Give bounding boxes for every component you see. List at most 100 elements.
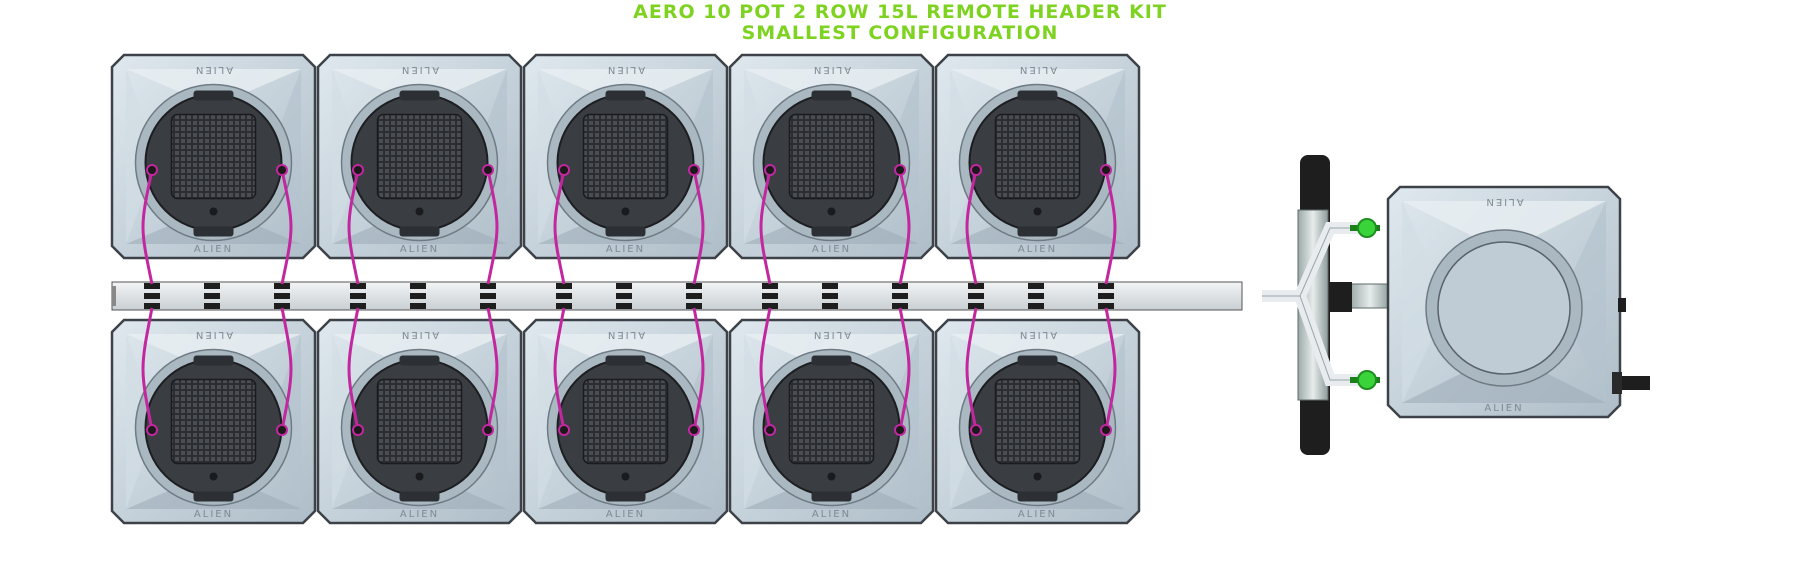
lid-lug: [811, 355, 852, 366]
lid-lug: [605, 90, 646, 101]
fitting: [968, 293, 984, 299]
brand-mark-top: ALIEN: [812, 329, 851, 340]
fitting: [892, 293, 908, 299]
fitting: [204, 303, 220, 309]
brand-mark-bottom: ALIEN: [194, 244, 233, 255]
fitting: [350, 293, 366, 299]
lid-lug: [1017, 90, 1058, 101]
dripper: [558, 424, 570, 436]
net-pot-mesh: [376, 113, 463, 200]
dripper: [352, 164, 364, 176]
fitting: [480, 303, 496, 309]
brand-mark-top: ALIEN: [194, 329, 233, 340]
rail-tee: [892, 283, 908, 309]
fitting: [556, 293, 572, 299]
fitting: [1098, 283, 1114, 289]
dripper: [352, 424, 364, 436]
lid-plug: [827, 472, 836, 481]
fitting: [480, 283, 496, 289]
dripper: [688, 424, 700, 436]
fitting: [1028, 293, 1044, 299]
feed-line: [347, 307, 360, 431]
rail-tee: [274, 283, 290, 309]
fitting: [1028, 283, 1044, 289]
lid-lug: [1017, 491, 1058, 502]
lid-plug: [1033, 472, 1042, 481]
brand-mark-bottom: ALIEN: [812, 509, 851, 520]
fitting: [410, 303, 426, 309]
fitting: [892, 303, 908, 309]
lid-plug: [209, 472, 218, 481]
net-pot-mesh: [994, 378, 1081, 465]
fitting: [144, 283, 160, 289]
pot: ALIEN ALIEN: [728, 318, 935, 525]
feed-line: [965, 307, 978, 431]
dripper: [764, 164, 776, 176]
feed-line: [141, 169, 154, 285]
feed-line: [347, 169, 360, 285]
net-pot-mesh: [994, 113, 1081, 200]
lid-plug: [209, 207, 218, 216]
fitting: [968, 283, 984, 289]
tank-drain-valve: [1612, 372, 1622, 394]
pot-facet: [1402, 201, 1606, 252]
feed-line: [553, 307, 566, 431]
fitting: [686, 283, 702, 289]
fitting: [144, 303, 160, 309]
lid-lug: [193, 355, 234, 366]
net-pot-mesh: [170, 113, 257, 200]
rail-tee: [1098, 283, 1114, 309]
dripper: [558, 164, 570, 176]
feed-line: [553, 169, 566, 285]
feed-line: [280, 307, 293, 431]
rail-joint: [616, 283, 632, 309]
net-pot-mesh: [582, 113, 669, 200]
tank-feed-pipe: [1349, 283, 1391, 309]
brand-mark-top: ALIEN: [1484, 196, 1523, 207]
rail-tee: [762, 283, 778, 309]
dripper: [1100, 164, 1112, 176]
plumbing-layer: [111, 155, 1391, 455]
feed-line: [759, 307, 772, 431]
brand-mark-bottom: ALIEN: [1018, 244, 1057, 255]
feed-line: [759, 169, 772, 285]
lid-lug: [399, 491, 440, 502]
fitting: [762, 283, 778, 289]
net-pot-mesh: [788, 378, 875, 465]
dripper: [1100, 424, 1112, 436]
fitting: [822, 293, 838, 299]
rail-tee: [556, 283, 572, 309]
lid-lug: [399, 90, 440, 101]
fitting: [968, 303, 984, 309]
rail-end-cap: [112, 286, 116, 306]
feed-line: [898, 169, 911, 285]
fitting: [274, 293, 290, 299]
brand-mark-top: ALIEN: [606, 329, 645, 340]
brand-mark-top: ALIEN: [1018, 329, 1057, 340]
fitting: [1098, 303, 1114, 309]
fitting: [144, 293, 160, 299]
lid-lug: [605, 355, 646, 366]
fitting: [350, 303, 366, 309]
dripper: [482, 424, 494, 436]
feed-line: [898, 307, 911, 431]
fitting: [204, 293, 220, 299]
rail-joint: [204, 283, 220, 309]
valve-upper: [1357, 218, 1377, 238]
fitting: [204, 283, 220, 289]
tank-outlet-fitting: [1618, 298, 1626, 312]
fitting: [822, 283, 838, 289]
brand-mark-top: ALIEN: [400, 329, 439, 340]
brand-mark-bottom: ALIEN: [194, 509, 233, 520]
net-pot-mesh: [376, 378, 463, 465]
dripper: [688, 164, 700, 176]
dripper: [146, 164, 158, 176]
lid-lug: [605, 491, 646, 502]
lid-lug: [811, 90, 852, 101]
lid-plug: [827, 207, 836, 216]
